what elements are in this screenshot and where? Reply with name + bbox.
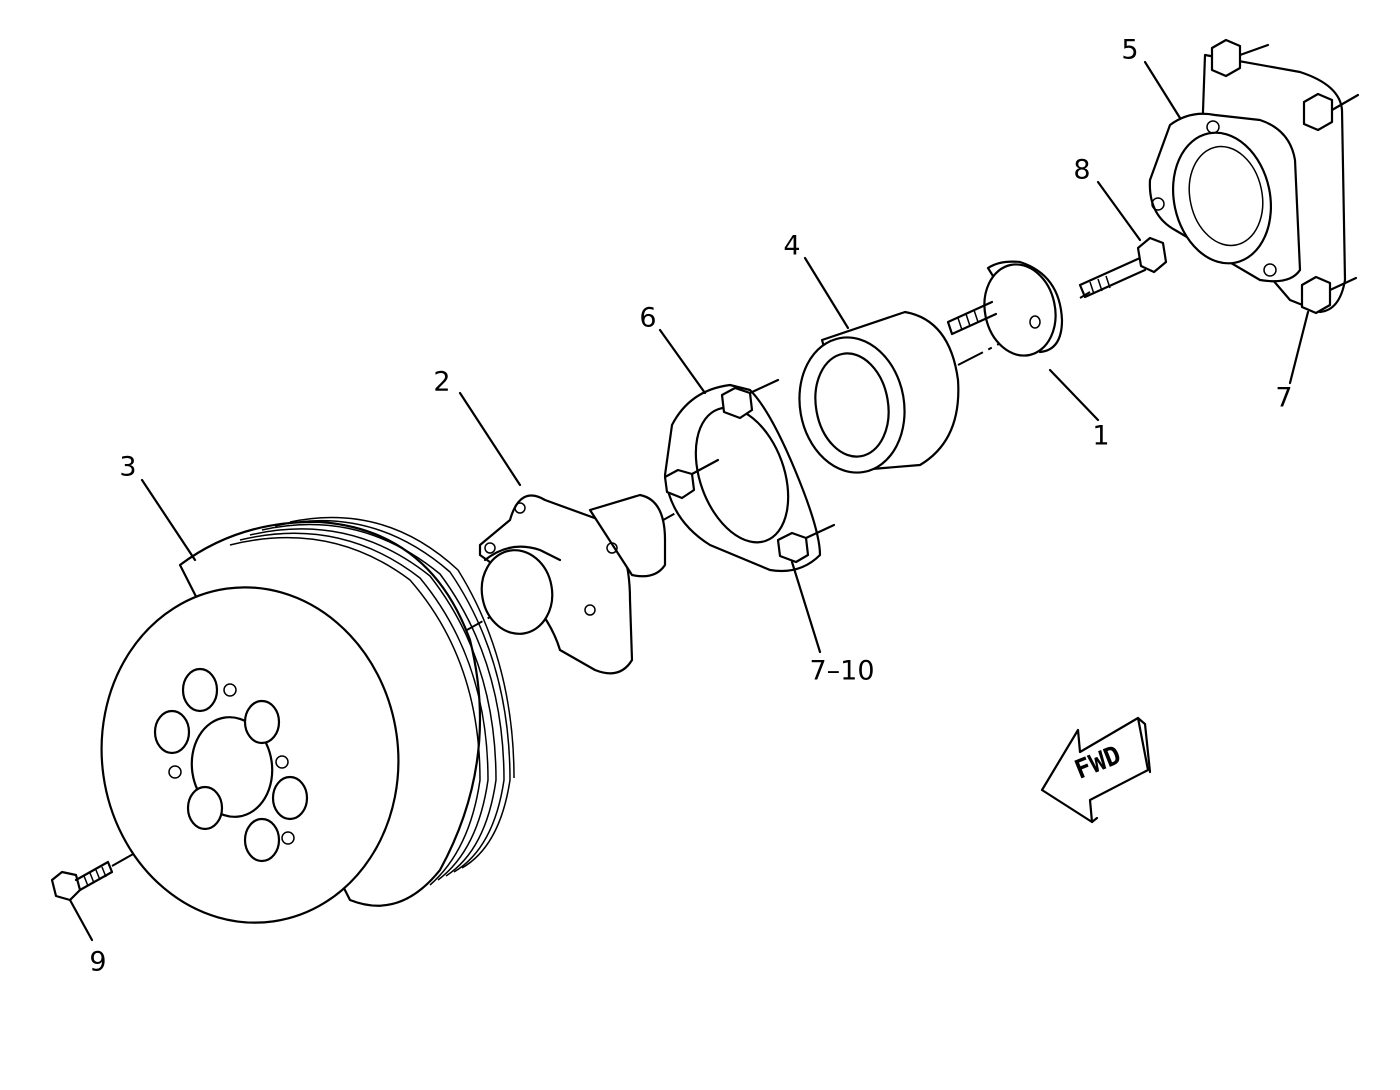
hub — [478, 493, 667, 675]
sleeve-4 — [798, 310, 960, 474]
housing-5 — [1148, 38, 1360, 315]
leader-lines — [68, 60, 1310, 942]
callout-3: 3 — [119, 451, 137, 483]
callout-7-10: 7–10 — [809, 655, 875, 687]
callout-6: 6 — [639, 302, 657, 334]
bolt-8 — [1078, 236, 1168, 299]
callout-2: 2 — [433, 366, 451, 398]
fwd-arrow — [1040, 716, 1152, 824]
pulley — [100, 516, 515, 924]
callout-1: 1 — [1092, 420, 1110, 452]
callout-9: 9 — [89, 946, 107, 978]
callout-5: 5 — [1121, 34, 1139, 66]
bolt-9 — [50, 860, 114, 902]
flange-6 — [663, 378, 836, 573]
callout-8: 8 — [1073, 154, 1091, 186]
washer-1 — [946, 260, 1064, 357]
callout-7: 7 — [1275, 382, 1293, 414]
callout-4: 4 — [783, 230, 801, 262]
